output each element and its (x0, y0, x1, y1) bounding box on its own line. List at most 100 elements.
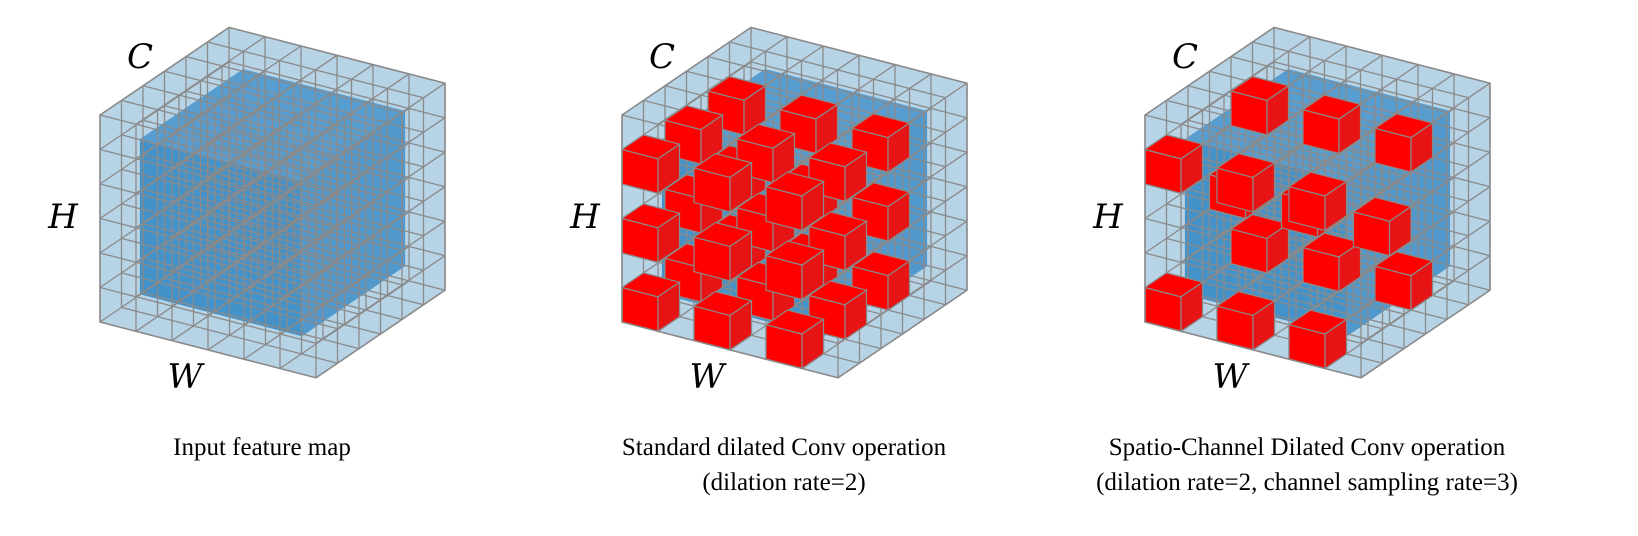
voxel-side-face (1324, 318, 1348, 370)
sampled-voxel (663, 105, 724, 166)
grid-line (99, 252, 317, 310)
voxel-side-face (887, 190, 911, 243)
axis-label-c: C (649, 37, 675, 77)
grid-line (1144, 252, 1362, 310)
voxel-side-face (729, 299, 753, 352)
voxel-side-face (1410, 259, 1434, 312)
sampled-voxel (764, 240, 825, 301)
axis-label-h: H (569, 197, 601, 237)
grid-line (207, 213, 424, 271)
axis-label-w: W (690, 357, 728, 397)
grid-line (1144, 114, 1362, 172)
grid-line (207, 248, 424, 306)
grid-line (142, 85, 360, 143)
caption-line-1: Spatio-Channel Dilated Conv operation (1109, 434, 1506, 461)
voxel-side-face (801, 318, 825, 370)
grid-line (121, 306, 338, 364)
grid-line (99, 148, 317, 206)
cube-outline (99, 26, 446, 379)
voxel-side-face (1180, 281, 1204, 333)
grid-line (1187, 223, 1405, 281)
grid-line (164, 174, 381, 232)
grid-line (1209, 139, 1426, 197)
grid-line (228, 130, 446, 188)
cube-spatio-channel-dilated (1143, 26, 1491, 379)
grid-line (1187, 85, 1405, 143)
sampled-voxel (1287, 171, 1348, 232)
sampled-voxel (620, 272, 681, 333)
grid-line (185, 193, 403, 252)
sampled-voxel (1215, 290, 1276, 352)
voxel-side-face (1180, 143, 1204, 195)
grid-line (164, 277, 381, 335)
grid-line (1252, 144, 1469, 202)
grid-line (1252, 41, 1469, 99)
grid-line (185, 90, 403, 148)
axis-label-w: W (168, 357, 206, 397)
grid-line (121, 99, 338, 157)
sampled-voxel (1143, 134, 1204, 195)
axis-label-c: C (1172, 37, 1198, 77)
voxel-side-face (1252, 161, 1276, 214)
voxel-side-face (801, 249, 825, 301)
grid-line (164, 243, 381, 301)
panel-input-feature-map: C H W Input feature map (47, 26, 446, 461)
grid-line (729, 41, 946, 99)
voxel-side-face (1252, 299, 1276, 352)
grid-line (99, 183, 317, 241)
sampled-voxel (764, 309, 825, 370)
caption-line-1: Input feature map (173, 434, 351, 461)
sampled-voxel (1301, 94, 1362, 155)
sampled-voxel (620, 134, 681, 195)
grid-line (750, 61, 968, 119)
sampled-voxel (807, 280, 868, 341)
voxel-side-face (657, 212, 681, 264)
voxel-side-face (844, 289, 868, 341)
grid-line (99, 114, 317, 172)
voxel-side-face (801, 180, 825, 232)
sampled-voxel (1215, 152, 1276, 214)
sampled-voxel (807, 211, 868, 272)
voxel-side-face (1324, 180, 1348, 232)
grid-line (621, 114, 839, 172)
sampled-voxel (620, 203, 681, 264)
voxel-side-face (657, 281, 681, 333)
panel-standard-dilated-conv: C H W Standard dilated Conv operation (d… (569, 26, 968, 496)
grid-line (164, 208, 381, 266)
voxel-side-face (657, 143, 681, 195)
sampled-voxel (1301, 232, 1362, 293)
voxel-side-face (729, 230, 753, 283)
grid-line (707, 55, 925, 114)
voxel-side-face (729, 161, 753, 214)
axis-label-w: W (1213, 357, 1251, 397)
voxel-side-face (844, 220, 868, 272)
sampled-voxel (1373, 251, 1434, 312)
grid-line (164, 139, 381, 197)
cube-grid-lines (99, 26, 446, 379)
sampled-voxel (1229, 213, 1290, 275)
grid-line (142, 292, 360, 350)
sampled-voxel (1373, 113, 1434, 174)
sampled-voxel (850, 182, 911, 243)
grid-line (1230, 55, 1448, 114)
grid-line (142, 119, 360, 177)
grid-line (228, 233, 446, 291)
grid-line (207, 179, 424, 237)
grid-line (121, 272, 338, 330)
panel-spatio-channel-dilated-conv: C H W Spatio-Channel Dilated Conv operat… (1092, 26, 1518, 496)
grid-line (142, 154, 360, 212)
grid-line (121, 237, 338, 295)
grid-line (185, 124, 403, 183)
grid-line (121, 168, 338, 226)
grid-line (207, 41, 424, 99)
sampled-voxel (692, 290, 753, 352)
grid-line (1273, 61, 1491, 119)
voxel-side-face (1266, 84, 1290, 137)
grid-line (185, 55, 403, 114)
grid-line (228, 61, 446, 119)
sampled-voxel (807, 142, 868, 203)
cube-input (99, 26, 446, 379)
voxel-side-face (1338, 103, 1362, 155)
grid-line (142, 257, 360, 315)
